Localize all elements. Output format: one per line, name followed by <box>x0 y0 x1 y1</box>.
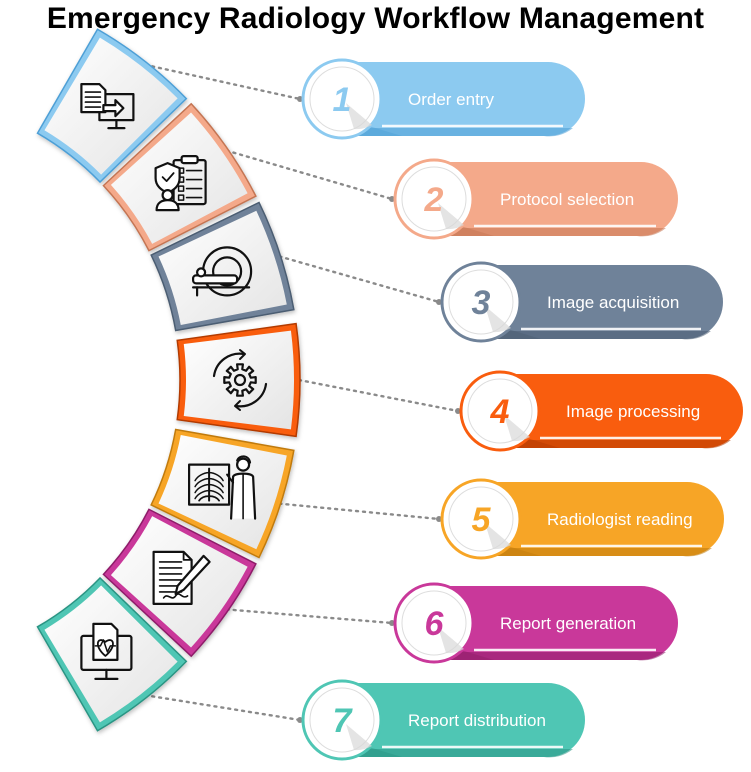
arc-tile-4 <box>183 330 294 430</box>
step-number-shade-3 <box>485 306 511 333</box>
step-label-1: Order entry <box>408 90 494 109</box>
step-label-5: Radiologist reading <box>547 510 693 529</box>
pill-body-6 <box>434 586 678 660</box>
radiologist-xray-icon <box>188 455 257 520</box>
step-number-1: 1 <box>333 81 352 119</box>
connector-line-5 <box>278 502 441 521</box>
step-number-7: 7 <box>333 702 354 740</box>
connector-dot-2 <box>389 196 395 202</box>
step-label-4: Image processing <box>566 402 700 421</box>
gear-cycle-icon <box>212 349 268 411</box>
step-pill-5: 5 Radiologist reading <box>440 478 724 560</box>
connector-line-2 <box>225 149 394 201</box>
step-number-shade-1 <box>346 103 372 130</box>
step-number-6: 6 <box>425 605 445 643</box>
pill-body-4 <box>500 374 743 448</box>
connector-dot-5 <box>436 516 442 522</box>
step-pill-2: 2 Protocol selection <box>393 158 678 240</box>
connector-line-1 <box>144 63 302 101</box>
monitor-heart-report-icon <box>80 622 133 681</box>
pill-body-7 <box>342 683 585 757</box>
step-number-5: 5 <box>472 501 492 539</box>
connector-dot-4 <box>455 408 461 414</box>
connector-dot-6 <box>389 620 395 626</box>
connector-line-7 <box>144 694 302 722</box>
step-number-shade-7 <box>346 724 372 751</box>
page-title: Emergency Radiology Workflow Management <box>46 2 705 35</box>
step-pill-7: 7 Report distribution <box>301 679 585 761</box>
step-pill-3: 3 Image acquisition <box>440 261 723 343</box>
pill-shadow-6 <box>434 652 666 661</box>
step-label-3: Image acquisition <box>547 293 679 312</box>
connector-dot-7 <box>297 717 303 723</box>
connector-line-6 <box>225 608 394 625</box>
step-label-6: Report generation <box>500 614 636 633</box>
arc-tile-3 <box>158 210 287 325</box>
pill-shadow-4 <box>500 440 731 449</box>
pill-body-1 <box>342 62 585 136</box>
pill-layer: 1 Order entry 2 Protocol selection 3 Image ac… <box>301 58 743 761</box>
step-number-shade-2 <box>438 203 464 230</box>
step-number-3: 3 <box>472 284 491 322</box>
report-pen-icon <box>152 550 211 606</box>
mri-scanner-icon <box>192 246 253 297</box>
pill-shadow-7 <box>342 749 573 758</box>
connector-line-3 <box>278 255 441 304</box>
step-number-2: 2 <box>424 181 444 219</box>
connector-layer <box>144 63 461 723</box>
step-pill-6: 6 Report generation <box>393 582 678 664</box>
step-number-shade-4 <box>504 415 530 442</box>
pill-body-2 <box>434 162 678 236</box>
step-label-7: Report distribution <box>408 711 546 730</box>
connector-dot-1 <box>297 96 303 102</box>
step-pill-4: 4 Image processing <box>459 370 743 452</box>
arc-layer <box>36 28 301 732</box>
pill-shadow-2 <box>434 228 666 237</box>
pill-shadow-5 <box>481 548 712 557</box>
connector-dot-3 <box>436 299 442 305</box>
connector-line-4 <box>297 378 460 413</box>
pill-shadow-1 <box>342 128 573 137</box>
step-number-shade-5 <box>485 523 511 550</box>
pill-shadow-3 <box>481 331 711 340</box>
pill-body-3 <box>481 265 723 339</box>
step-label-2: Protocol selection <box>500 190 634 209</box>
step-number-shade-6 <box>438 627 464 654</box>
computer-document-icon <box>80 82 135 130</box>
clipboard-doctor-shield-icon <box>154 155 207 212</box>
pill-body-5 <box>481 482 724 556</box>
step-pill-1: 1 Order entry <box>301 58 585 140</box>
step-number-4: 4 <box>490 393 510 431</box>
